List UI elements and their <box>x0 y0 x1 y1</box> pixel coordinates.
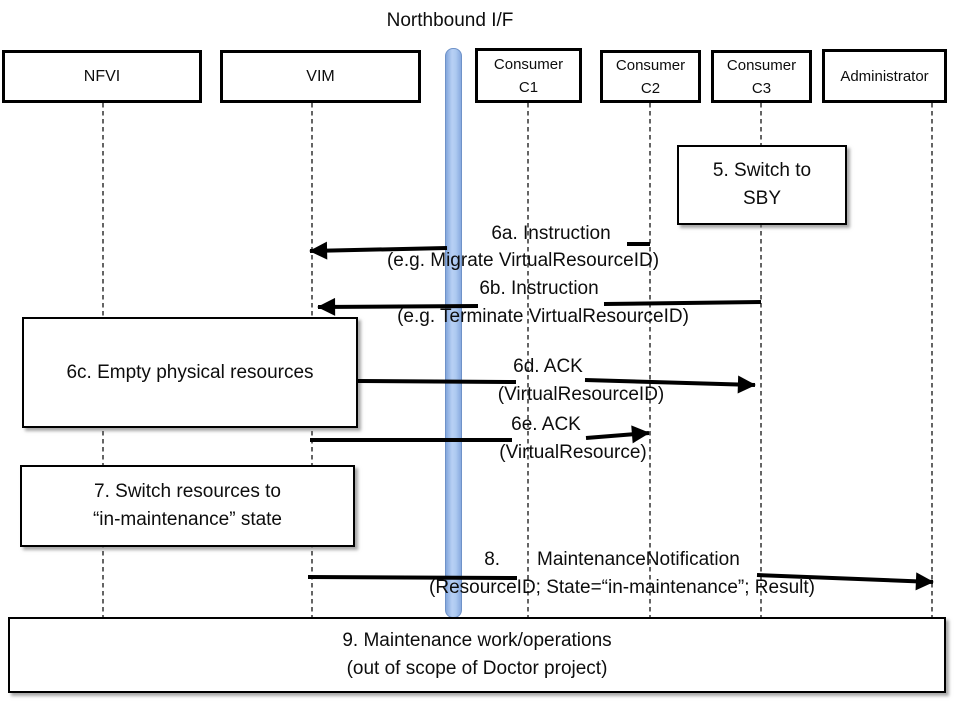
arrow-8-left-segment <box>307 575 518 580</box>
label-8-detail: (ResourceID; State=“in-maintenance”; Res… <box>429 577 815 598</box>
arrow-6b-right-segment <box>603 300 762 306</box>
label-6d-title: 6d. ACK <box>513 356 583 377</box>
note-maintenance-work: 9. Maintenance work/operations (out of s… <box>8 617 946 693</box>
actor-box-vim: VIM <box>220 50 421 103</box>
arrow-6d-left-segment <box>357 379 517 384</box>
label-6e-detail: (VirtualResource) <box>499 442 647 463</box>
arrow-8-maintenance-notification <box>756 572 934 591</box>
arrow-6e-ack <box>585 425 650 444</box>
label-6d-detail: (VirtualResourceID) <box>497 384 665 405</box>
note-empty-physical-resources: 6c. Empty physical resources <box>22 317 358 428</box>
actor-box-consumer-c1: Consumer C1 <box>475 48 582 103</box>
label-6b-title: 6b. Instruction <box>479 278 599 299</box>
arrow-6d-ack <box>584 375 756 394</box>
actor-box-administrator: Administrator <box>822 49 947 103</box>
actor-box-nfvi: NFVI <box>2 50 202 103</box>
note-switch-resources-in-maintenance: 7. Switch resources to “in-maintenance” … <box>20 465 355 547</box>
label-8-title: 8. MaintenanceNotification <box>484 549 740 570</box>
actor-box-consumer-c3: Consumer C3 <box>711 50 812 103</box>
arrow-6a-instruction <box>309 241 448 260</box>
page-title: Northbound I/F <box>386 10 514 31</box>
label-6e-title: 6e. ACK <box>511 414 581 435</box>
label-6a-detail: (e.g. Migrate VirtualResourceID) <box>386 250 660 271</box>
label-6a-title: 6a. Instruction <box>491 223 611 244</box>
actor-box-consumer-c2: Consumer C2 <box>600 50 701 103</box>
arrow-6b-instruction <box>317 297 479 316</box>
note-switch-to-sby: 5. Switch to SBY <box>677 145 847 225</box>
label-6b-detail: (e.g. Terminate VirtualResourceID) <box>397 306 689 327</box>
